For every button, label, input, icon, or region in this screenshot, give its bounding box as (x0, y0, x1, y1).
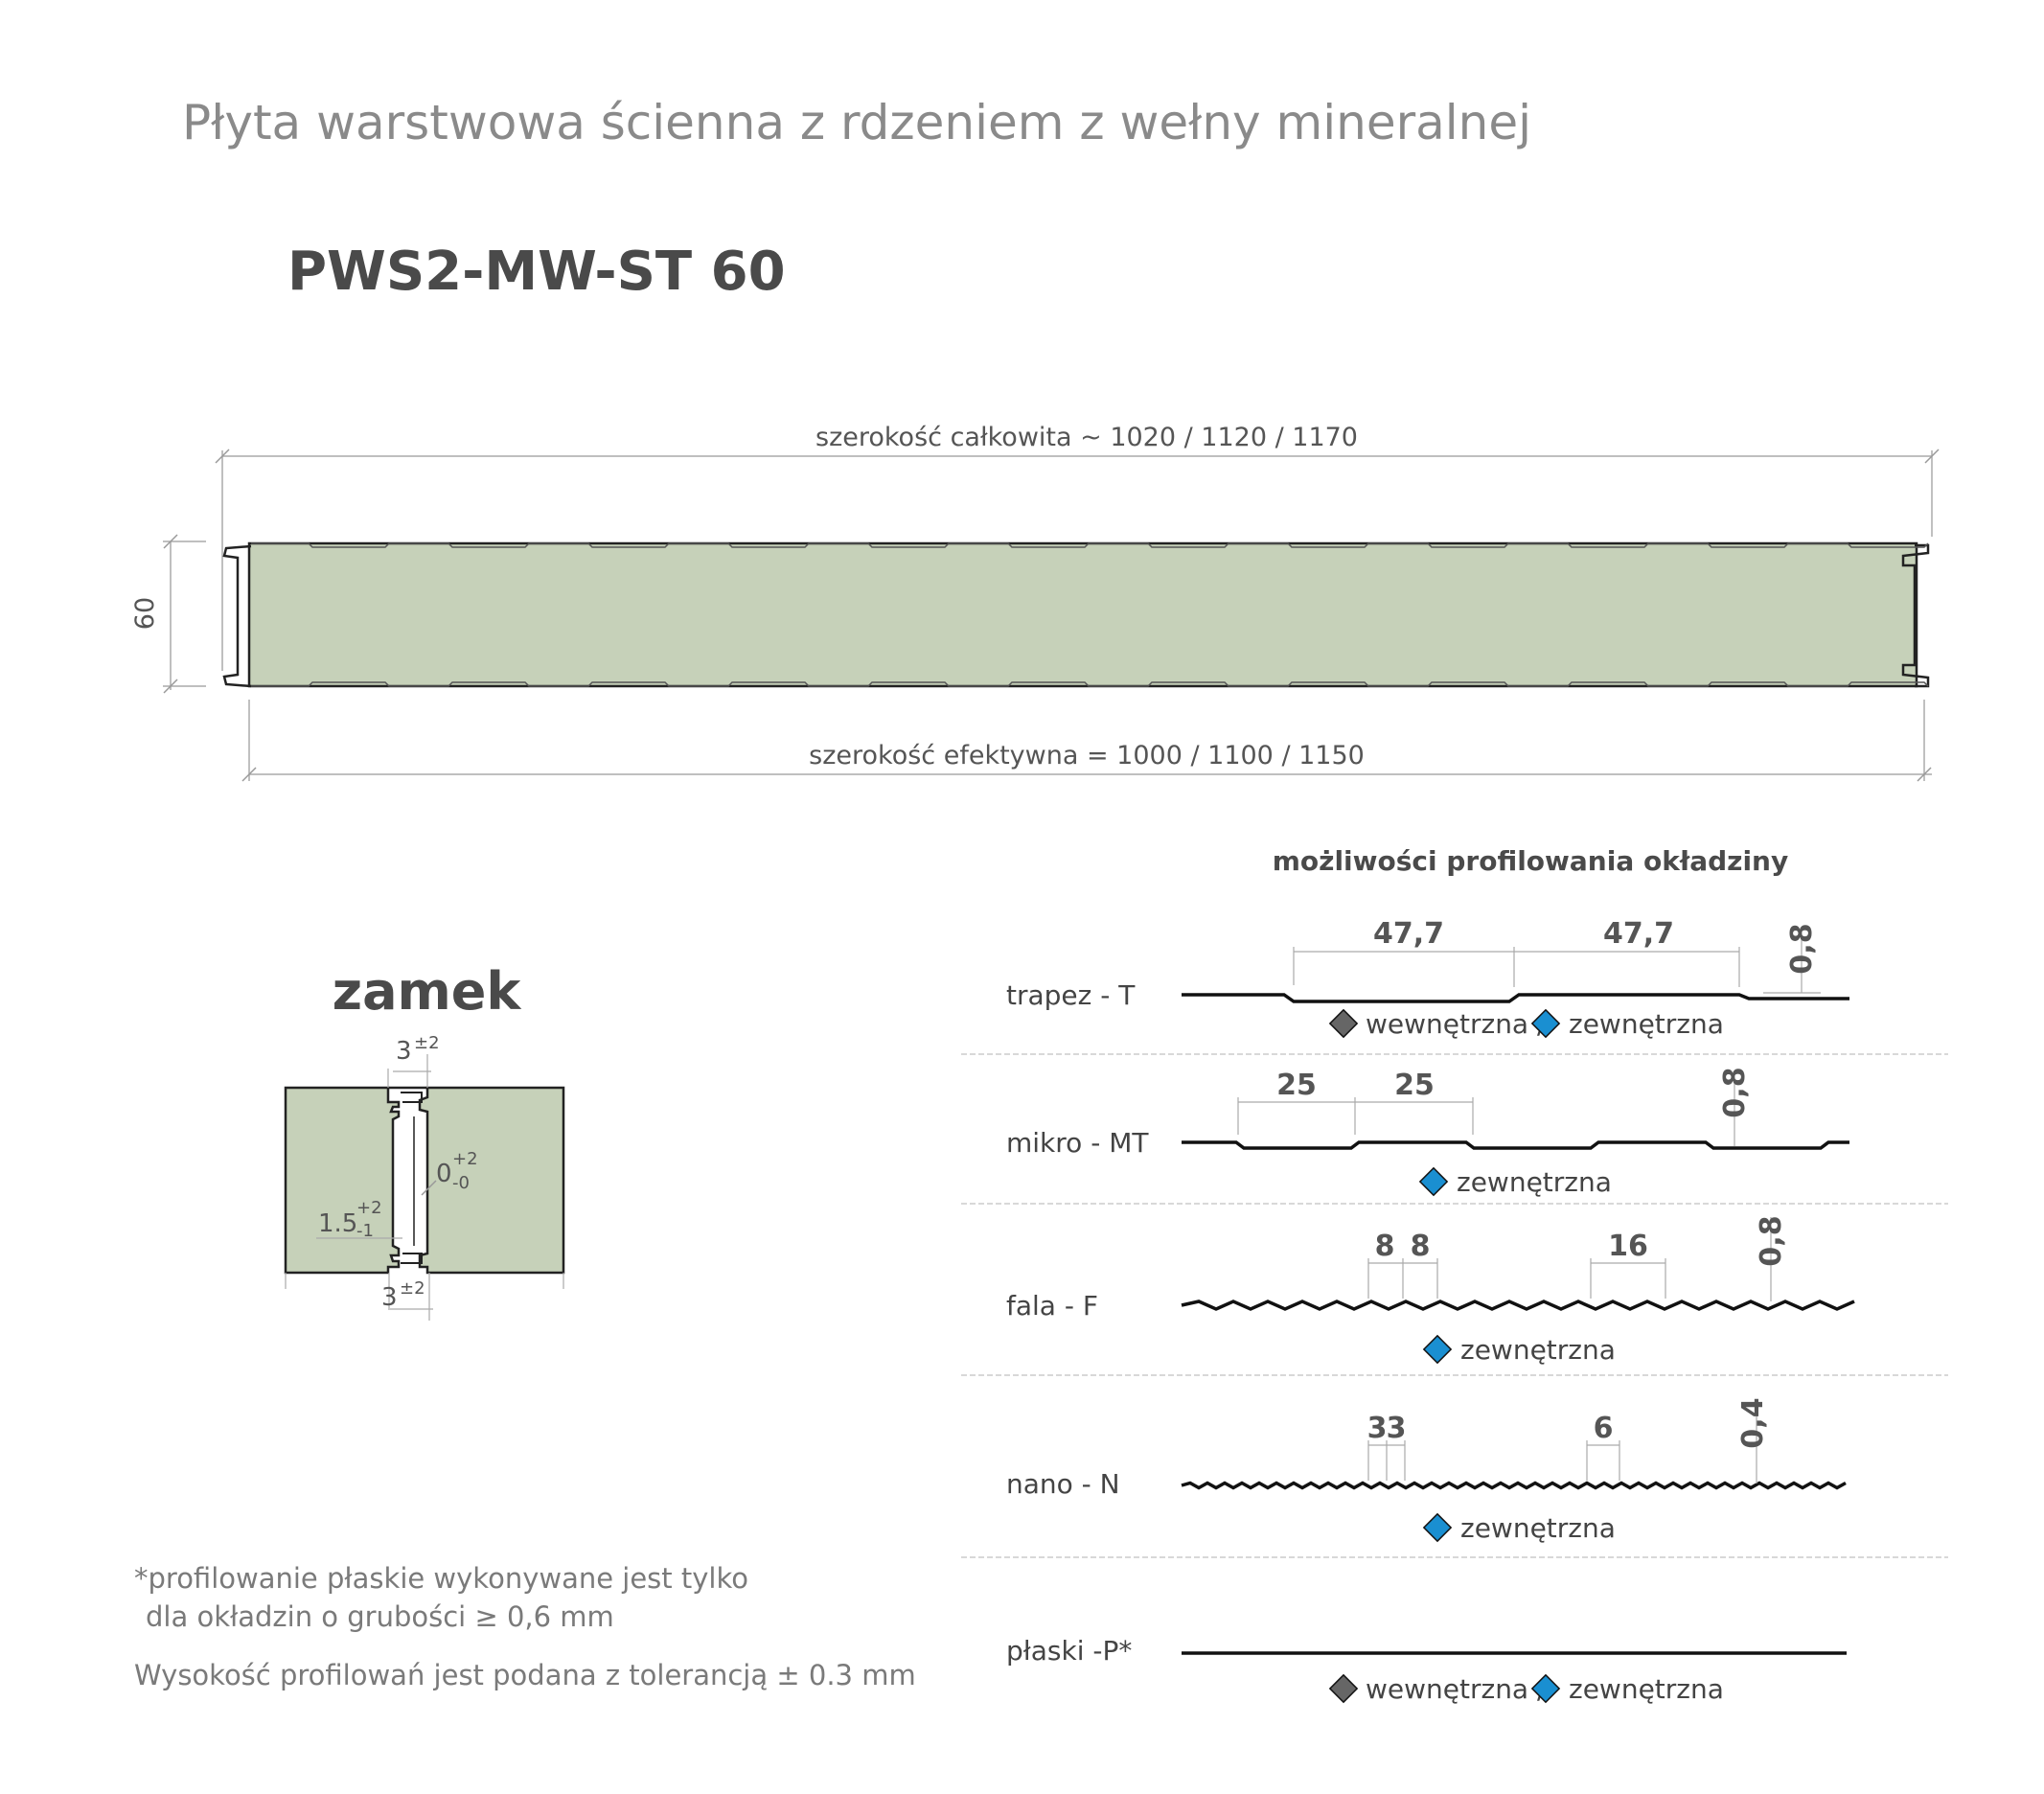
profile-fala: fala - F 8 8 16 0,8 zewnętrzna (1006, 1215, 1855, 1366)
lock-bottom-gap: 3 (381, 1283, 398, 1312)
tick (215, 448, 230, 464)
lock-detail: zamek 3 ±2 0 +2 -0 1.5 +2 -1 3 ±2 (284, 961, 565, 1321)
lock-top-gap-tol: ±2 (414, 1033, 440, 1053)
profile-dim: 47,7 (1603, 917, 1674, 951)
profile-dim: 3 (1387, 1412, 1407, 1445)
profile-line (1181, 1481, 1847, 1490)
lock-left-panel (284, 1086, 401, 1275)
lock-side-gap-tol-plus: +2 (356, 1198, 382, 1218)
profile-dim: 25 (1276, 1069, 1317, 1102)
profile-height: 0,8 (1718, 1067, 1752, 1117)
lock-center-gap: 0 (436, 1160, 452, 1188)
panel-profile-bottom (251, 681, 1929, 687)
tick (163, 534, 178, 549)
tick (163, 678, 178, 694)
effective-width-label: szerokość efektywna = 1000 / 1100 / 1150 (809, 741, 1365, 770)
panel-right-joint (1901, 543, 1930, 688)
profile-height: 0,8 (1755, 1215, 1788, 1266)
profile-dim: 47,7 (1373, 917, 1444, 951)
lock-center-gap-tol-plus: +2 (452, 1149, 478, 1169)
lock-title: zamek (333, 961, 522, 1022)
outer-side-icon (1422, 1512, 1453, 1543)
panel-profile-top (251, 542, 1929, 548)
outer-side-icon (1530, 1673, 1561, 1704)
legend-outer: zewnętrzna (1457, 1166, 1612, 1198)
total-width-label: szerokość całkowita ~ 1020 / 1120 / 1170 (815, 423, 1358, 452)
page-title: Płyta warstwowa ścienna z rdzeniem z weł… (182, 95, 1531, 150)
profile-line (1182, 1140, 1849, 1150)
legend-inner: wewnętrzna / (1366, 1008, 1547, 1040)
profile-line (1182, 993, 1849, 1003)
outer-side-icon (1418, 1166, 1449, 1197)
profile-dim: 8 (1375, 1230, 1395, 1263)
profile-plaski: płaski -P* wewnętrzna / zewnętrzna (1006, 1635, 1847, 1705)
tick (241, 767, 257, 782)
lock-side-gap: 1.5 (318, 1209, 357, 1238)
panel-core (247, 541, 1918, 688)
lock-bottom-gap-tol: ±2 (400, 1278, 425, 1299)
lock-side-gap-tol-minus: -1 (356, 1221, 374, 1241)
lock-top-gap: 3 (396, 1037, 412, 1066)
profile-height: 0,4 (1736, 1397, 1770, 1448)
legend-outer: zewnętrzna (1569, 1673, 1724, 1705)
profile-label: mikro - MT (1006, 1127, 1149, 1159)
thickness-label: 60 (130, 597, 160, 630)
profile-dim: 8 (1411, 1230, 1431, 1263)
profile-trapez: trapez - T 47,7 47,7 0,8 wewnętrzna / ze… (1006, 917, 1849, 1040)
profile-dim: 25 (1394, 1069, 1435, 1102)
note-line-3: Wysokość profilowań jest podana z tolera… (134, 1659, 916, 1691)
lock-bottom-hook (401, 1253, 423, 1264)
legend-outer: zewnętrzna (1460, 1334, 1616, 1366)
tick (421, 1180, 437, 1196)
profiles-heading: możliwości profilowania okładziny (1273, 845, 1789, 877)
outer-side-icon (1530, 1008, 1561, 1039)
lock-center-gap-tol-minus: -0 (452, 1173, 470, 1193)
profile-nano: nano - N 3 3 6 0,4 zewnętrzna (1006, 1397, 1847, 1544)
profile-label: płaski -P* (1006, 1635, 1132, 1667)
profile-label: trapez - T (1006, 979, 1136, 1011)
note-line-1: *profilowanie płaskie wykonywane jest ty… (134, 1562, 748, 1595)
tick (1917, 767, 1932, 782)
note-line-2: dla okładzin o grubości ≥ 0,6 mm (146, 1600, 614, 1633)
legend-outer: zewnętrzna (1460, 1512, 1616, 1544)
profile-height: 0,8 (1785, 923, 1819, 974)
product-code: PWS2-MW-ST 60 (287, 241, 786, 303)
profile-mikro: mikro - MT 25 25 0,8 zewnętrzna (1006, 1067, 1849, 1198)
profile-dim: 6 (1594, 1412, 1614, 1445)
profile-dim: 16 (1608, 1230, 1648, 1263)
profile-dim: 3 (1367, 1412, 1388, 1445)
lock-top-hook (401, 1092, 423, 1103)
outer-side-icon (1422, 1334, 1453, 1365)
profile-line (1181, 1300, 1855, 1311)
profile-label: fala - F (1006, 1290, 1098, 1322)
legend-inner: wewnętrzna / (1366, 1673, 1547, 1705)
panel-section: szerokość całkowita ~ 1020 / 1120 / 1170… (130, 423, 1940, 782)
inner-side-icon (1328, 1008, 1359, 1039)
inner-side-icon (1328, 1673, 1359, 1704)
profile-label: nano - N (1006, 1468, 1120, 1500)
legend-outer: zewnętrzna (1569, 1008, 1724, 1040)
tick (1924, 448, 1940, 464)
panel-left-joint (222, 544, 252, 688)
